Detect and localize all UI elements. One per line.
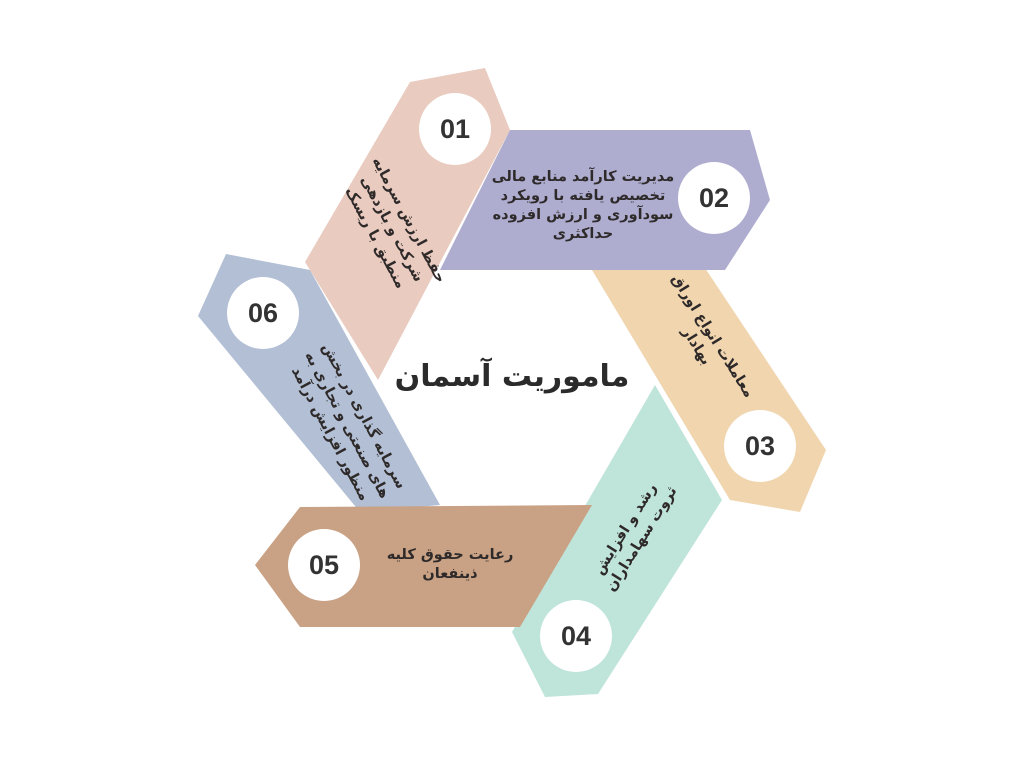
block-04-number: 04	[540, 600, 612, 672]
block-02-shape	[440, 130, 770, 270]
block-01-number: 01	[419, 93, 491, 165]
block-02-number: 02	[678, 162, 750, 234]
block-05-text: رعایت حقوق کلیه ذینفعان	[386, 547, 514, 582]
diagram-title: ماموریت آسمان	[394, 359, 630, 394]
block-06-number: 06	[227, 277, 299, 349]
block-03-number: 03	[724, 410, 796, 482]
block-05-number: 05	[288, 529, 360, 601]
block-02-text: مدیریت کارآمد منابع مالی تخصیص یافته با …	[491, 169, 675, 242]
